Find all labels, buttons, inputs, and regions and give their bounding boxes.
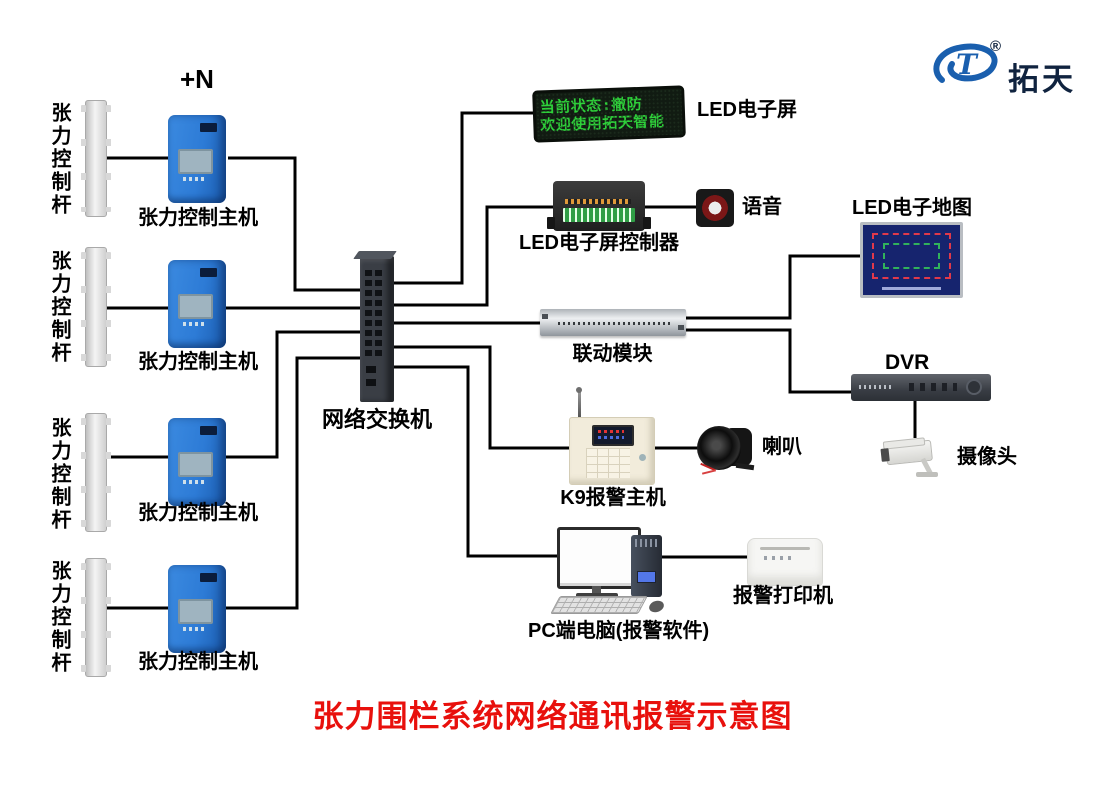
k9-antenna xyxy=(578,391,581,419)
switch-label: 网络交换机 xyxy=(322,407,433,432)
host-lcd-screen xyxy=(178,599,213,631)
k9-side-button xyxy=(639,454,646,461)
connection-line xyxy=(394,365,559,558)
led-screen-label: LED电子屏 xyxy=(697,99,797,121)
led-line-1: 当前状态:撤防 xyxy=(539,94,643,116)
connection-line xyxy=(394,345,571,450)
led-screen-controller xyxy=(547,181,651,231)
map-route-red-dots xyxy=(872,233,951,279)
tension-control-host xyxy=(168,115,226,203)
connection-line xyxy=(394,205,555,307)
linkage-module xyxy=(540,309,686,336)
tension-control-host xyxy=(168,565,226,653)
pc-label: PC端电脑(报警软件) xyxy=(528,620,710,642)
led-controller-label: LED电子屏控制器 xyxy=(519,232,679,254)
pole-label: 张力控制杆 xyxy=(48,102,70,217)
printer-label: 报警打印机 xyxy=(733,585,833,607)
connection-line xyxy=(222,330,360,459)
registered-mark: ® xyxy=(990,38,1002,55)
connection-line xyxy=(684,328,853,394)
voice-label: 语音 xyxy=(742,196,782,218)
pc-monitor xyxy=(557,527,641,589)
linkage-terminal-row xyxy=(558,322,670,325)
tension-control-pole xyxy=(81,247,111,367)
host-status-display xyxy=(200,573,217,582)
dvr-jog-dial xyxy=(966,379,982,395)
host-lcd-screen xyxy=(178,149,213,181)
led-map-label: LED电子地图 xyxy=(852,197,972,219)
camera-base xyxy=(916,472,938,477)
tension-control-pole xyxy=(81,413,111,532)
k9-label: K9报警主机 xyxy=(560,487,666,509)
network-switch xyxy=(353,251,397,402)
k9-indicator-display xyxy=(592,425,634,446)
pole-label: 张力控制杆 xyxy=(48,250,70,365)
pole-label: 张力控制杆 xyxy=(48,560,70,675)
tower-lcd xyxy=(637,571,656,583)
connection-line xyxy=(684,254,862,320)
pc-keyboard xyxy=(550,596,648,614)
k9-antenna-tip xyxy=(576,387,582,393)
alarm-printer xyxy=(747,538,823,586)
host-label: 张力控制主机 xyxy=(138,351,258,373)
map-route-green-dots xyxy=(883,243,940,269)
k9-keypad xyxy=(586,448,630,478)
led-electronic-map xyxy=(860,222,963,298)
dvr-recorder xyxy=(851,374,991,401)
map-caption-strip xyxy=(882,287,941,290)
switch-uplink-ports xyxy=(366,366,376,392)
host-label: 张力控制主机 xyxy=(138,207,258,229)
camera-lens-icon xyxy=(880,448,890,462)
voice-speaker xyxy=(696,189,734,227)
printer-buttons xyxy=(764,556,794,560)
dvr-buttons xyxy=(909,383,957,391)
k9-alarm-host xyxy=(569,417,655,485)
pc-tower xyxy=(631,535,662,597)
tuotian-logo: T ® 拓天 xyxy=(928,36,1098,100)
host-lcd-screen xyxy=(178,294,213,326)
monitor-stand xyxy=(592,586,601,594)
controller-terminal-strip xyxy=(563,208,635,222)
printer-paper-slot xyxy=(760,547,810,550)
horn-label: 喇叭 xyxy=(762,436,802,458)
horn-speaker-icon xyxy=(697,426,741,470)
host-status-display xyxy=(200,123,217,132)
tension-control-host xyxy=(168,260,226,348)
monitor-base xyxy=(576,593,618,598)
switch-ports xyxy=(365,270,382,356)
controller-indicator-row xyxy=(565,199,631,204)
camera-label: 摄像头 xyxy=(957,446,1017,468)
linkage-label: 联动模块 xyxy=(572,343,653,365)
host-label: 张力控制主机 xyxy=(138,651,258,673)
tension-control-pole xyxy=(81,558,111,677)
tension-control-pole xyxy=(81,100,111,217)
tension-control-host xyxy=(168,418,226,506)
connection-line xyxy=(222,356,360,610)
tower-vents xyxy=(635,539,658,547)
switch-top-face xyxy=(353,251,397,259)
logo-brand-text: 拓天 xyxy=(1008,62,1076,97)
led-line-2: 欢迎使用拓天智能 xyxy=(540,112,665,135)
svg-text:T: T xyxy=(956,48,979,81)
connection-line xyxy=(228,156,360,292)
host-lcd-screen xyxy=(178,452,213,484)
led-display-panel: 当前状态:撤防 欢迎使用拓天智能 xyxy=(532,85,686,143)
pole-label: 张力控制杆 xyxy=(48,417,70,532)
plus-n-annotation: +N xyxy=(180,64,214,94)
speaker-cone-icon xyxy=(702,195,728,221)
diagram-title: 张力围栏系统网络通讯报警示意图 xyxy=(312,699,793,734)
host-label: 张力控制主机 xyxy=(138,502,258,524)
host-status-display xyxy=(200,268,217,277)
dvr-label: DVR xyxy=(885,351,930,374)
dvr-front-text xyxy=(859,385,893,389)
logo-swoosh-icon: T xyxy=(933,43,998,83)
connection-line xyxy=(394,111,537,285)
host-status-display xyxy=(200,426,217,435)
